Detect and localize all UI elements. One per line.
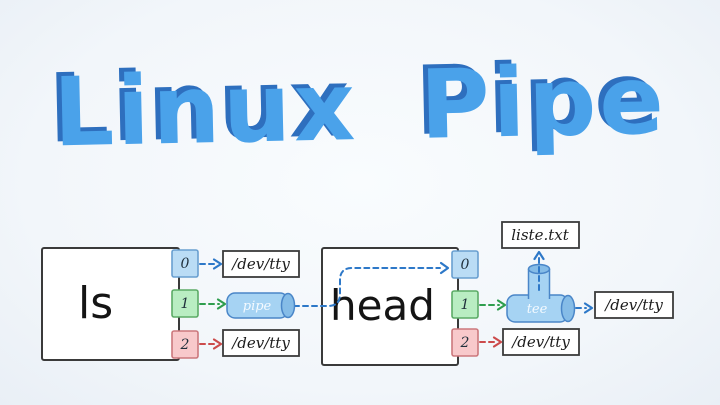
tee-label: tee xyxy=(527,302,548,317)
tty-label: /dev/tty xyxy=(230,334,290,352)
pipe-cylinder-rim xyxy=(280,292,296,319)
arrowhead-right-icon xyxy=(212,338,223,350)
tty-label: /dev/tty xyxy=(230,255,290,273)
head-fd0-box xyxy=(451,250,479,279)
liste-txt-box: liste.txt xyxy=(501,221,580,249)
head-fd2-box xyxy=(451,328,479,357)
ls-fd0-label: 0 xyxy=(181,256,190,272)
ls-process-label: ls xyxy=(78,278,113,329)
tty-box-tee-stdout: /dev/tty xyxy=(594,291,674,319)
ls-fd1-box xyxy=(171,289,199,318)
head-process-label: head xyxy=(330,281,435,330)
ls-fd-squares: 0 1 2 xyxy=(171,249,199,359)
tee-cylinder-rim xyxy=(560,294,576,323)
arrow-tee-to-file xyxy=(533,250,545,291)
pipe-cylinder: pipe xyxy=(226,292,296,319)
head-fd0-label: 0 xyxy=(461,257,470,273)
ls-fd0-box xyxy=(171,249,199,278)
arrowhead-right-icon xyxy=(212,258,223,270)
arrowhead-right-icon xyxy=(439,261,450,275)
file-box-rect xyxy=(501,221,580,249)
tty-box-ls-stderr: /dev/tty xyxy=(222,329,300,357)
liste-txt-label: liste.txt xyxy=(511,226,569,244)
arrowhead-right-icon xyxy=(216,298,227,310)
tty-box-rect xyxy=(502,328,580,356)
ls-fd2-label: 2 xyxy=(180,337,190,353)
arrowhead-up-icon xyxy=(533,250,545,261)
tty-box-ls-stdin: /dev/tty xyxy=(222,250,300,278)
arrow-ls-fd2-to-tty xyxy=(199,338,223,350)
tee-junction: tee xyxy=(506,263,576,323)
arrow-ls-fd1-to-pipe xyxy=(199,298,227,310)
arrow-pipe-to-head-stdin xyxy=(293,261,450,307)
head-fd-squares: 0 1 2 xyxy=(451,250,479,357)
ls-fd1-label: 1 xyxy=(181,296,190,312)
tty-label: /dev/tty xyxy=(603,296,663,314)
arrow-ls-fd0-to-tty xyxy=(199,258,223,270)
ls-fd2-box xyxy=(171,330,199,359)
arrowhead-right-icon xyxy=(492,336,503,348)
tty-box-rect xyxy=(594,291,674,319)
arrow-tee-to-tty xyxy=(575,302,594,314)
arrow-head-fd2-to-tty xyxy=(479,336,503,348)
arrow-head-fd1-to-tee xyxy=(479,299,507,311)
tty-box-rect xyxy=(222,329,300,357)
arrowhead-right-icon xyxy=(496,299,507,311)
tty-label: /dev/tty xyxy=(510,333,570,351)
pipe-label: pipe xyxy=(243,299,272,314)
head-fd1-label: 1 xyxy=(461,297,470,313)
tee-vertical-body xyxy=(528,268,550,299)
arrowhead-right-icon xyxy=(583,302,594,314)
head-fd1-box xyxy=(451,290,479,319)
head-fd2-label: 2 xyxy=(460,335,470,351)
tty-box-head-stderr: /dev/tty xyxy=(502,328,580,356)
tee-vertical-sides xyxy=(527,269,551,299)
arrow-pipe-to-head-stdin-line xyxy=(293,267,441,307)
tty-box-rect xyxy=(222,250,300,278)
